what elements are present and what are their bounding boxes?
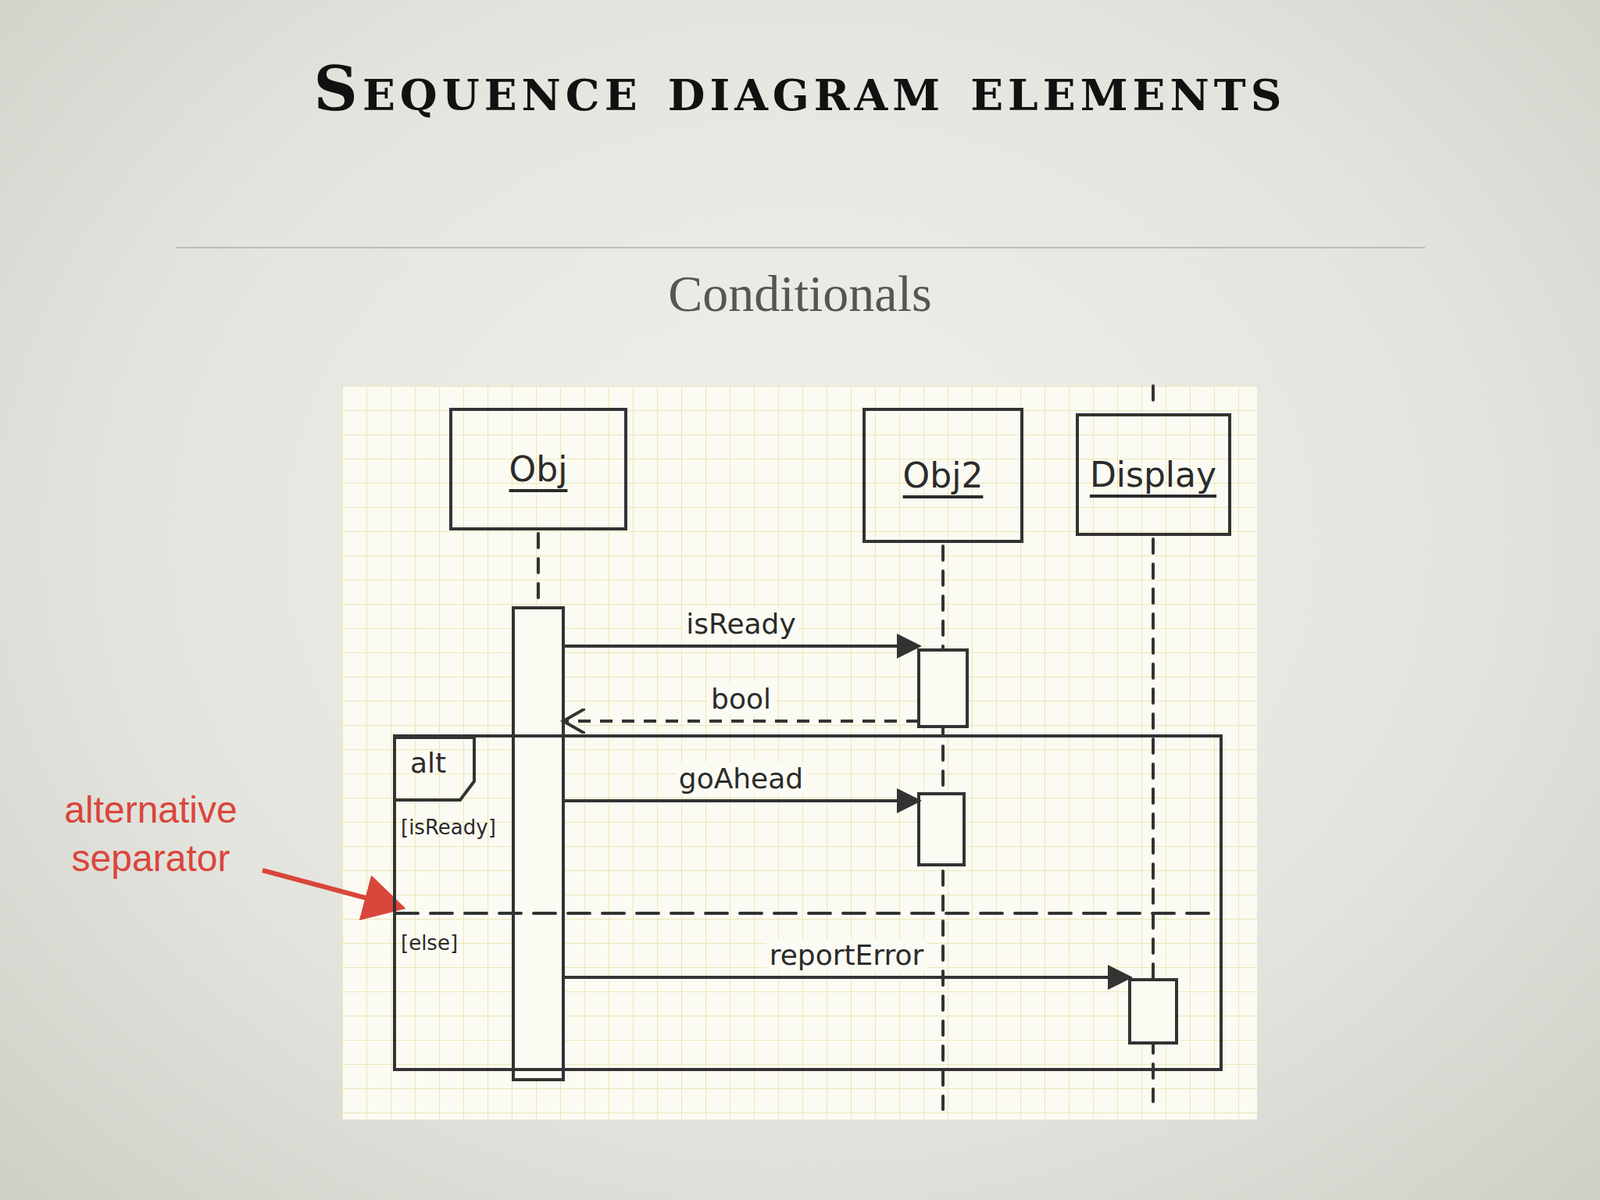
paper-sheet (342, 385, 1258, 1120)
frame-operator: alt (410, 746, 447, 779)
message-label: reportError (766, 939, 928, 972)
title-rule (175, 246, 1425, 249)
paper-grid (342, 385, 1258, 1120)
lifeline-head: Display (1075, 413, 1232, 536)
alt-frame: alt [isReady] [else] (392, 734, 1223, 1072)
return-message (563, 719, 919, 723)
activation-bar (1129, 979, 1177, 1043)
lifeline-head: Obj2 (862, 407, 1024, 543)
slide-title: Sequence diagram elements (311, 37, 1289, 141)
message-label: bool (707, 682, 775, 715)
activation-bar (513, 607, 564, 1080)
message-arrow (563, 975, 1130, 979)
lifeline (536, 533, 540, 608)
callout-text: alternative separator (21, 785, 280, 884)
object-name: Obj2 (903, 455, 984, 496)
object-name: Obj (509, 449, 568, 490)
lifeline (1151, 385, 1155, 411)
message-label: isReady (682, 607, 800, 640)
message-arrow (563, 644, 919, 648)
activation-bar (918, 650, 968, 727)
object-name: Display (1089, 454, 1217, 495)
message-label: goAhead (675, 762, 807, 795)
callout-arrow (262, 870, 397, 907)
guard-condition: [isReady] (400, 815, 497, 840)
message-arrow (563, 799, 919, 803)
lifeline-head: Obj (449, 407, 628, 531)
activation-bar (918, 793, 965, 865)
guard-condition: [else] (400, 931, 458, 955)
subtitle: Conditionals (487, 264, 1113, 324)
alternative-separator (396, 911, 1220, 915)
